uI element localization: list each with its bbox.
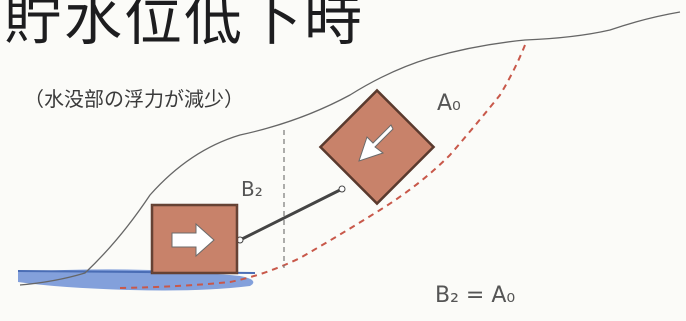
slope-surface-line bbox=[19, 11, 681, 286]
connecting-strut bbox=[237, 186, 345, 243]
diagram-subtitle: （水没部の浮力が減少） bbox=[24, 87, 244, 111]
strut-joint-upper bbox=[338, 185, 346, 193]
lower-block bbox=[150, 203, 239, 275]
equation-label: B₂ = A₀ bbox=[435, 283, 515, 308]
slip-surface bbox=[119, 44, 526, 289]
upper-block bbox=[318, 88, 436, 206]
water-body bbox=[18, 269, 254, 291]
right-arrow-icon bbox=[171, 222, 215, 258]
diagram-title: 貯水位低下時 bbox=[4, 0, 365, 53]
label-a0: A₀ bbox=[437, 91, 461, 116]
down-left-arrow-icon bbox=[358, 124, 394, 162]
label-b2: B₂ bbox=[241, 177, 263, 201]
